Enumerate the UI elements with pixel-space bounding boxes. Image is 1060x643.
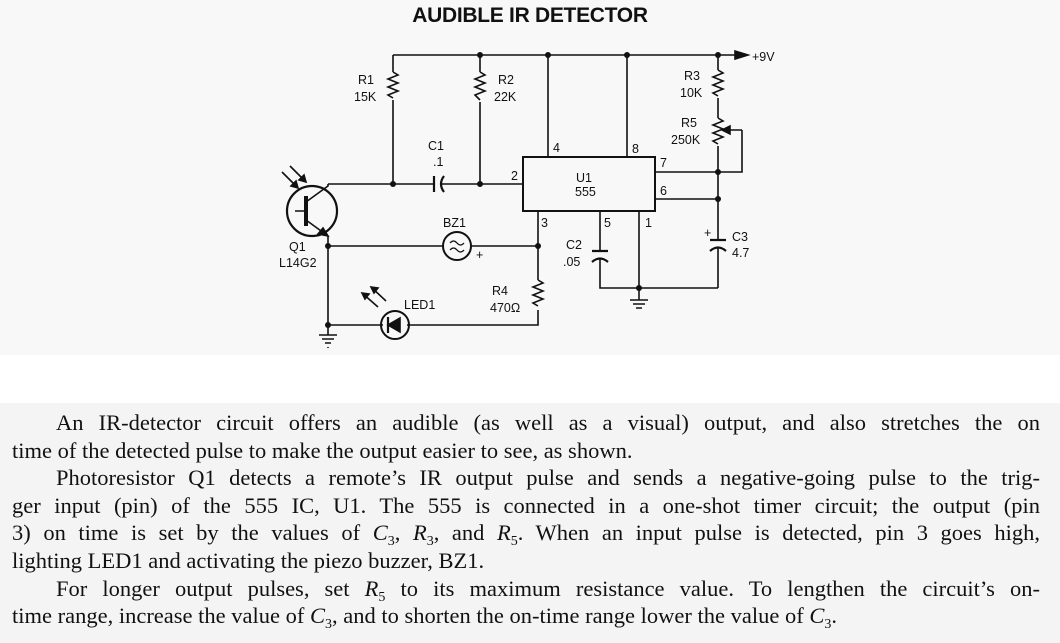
text-segment: An IR-detector circuit offers an audible… bbox=[56, 410, 1040, 435]
c2-name: C2 bbox=[566, 238, 582, 252]
r3-name: R3 bbox=[684, 69, 700, 83]
subscript: 5 bbox=[378, 589, 386, 605]
r5-wiper-arrow-icon bbox=[720, 124, 731, 136]
pin-4-label: 4 bbox=[553, 141, 560, 155]
c2-capacitor-icon bbox=[591, 249, 609, 263]
pin-3-label: 3 bbox=[541, 216, 548, 230]
text-segment: lighting LED1 and activating the piezo b… bbox=[12, 548, 485, 573]
r1-name: R1 bbox=[358, 73, 374, 87]
text-line: An IR-detector circuit offers an audible… bbox=[56, 409, 1040, 437]
text-segment: , bbox=[394, 520, 413, 546]
text-line: For longer output pulses, set R5 to its … bbox=[56, 575, 1041, 605]
subscript: 5 bbox=[510, 534, 518, 550]
text-segment: to its maximum resistance value. To leng… bbox=[385, 575, 1041, 601]
c2-value: .05 bbox=[563, 255, 580, 269]
q1-phototransistor-icon bbox=[281, 165, 339, 246]
text-segment: time range, increase the value of bbox=[12, 603, 310, 629]
text-segment: C bbox=[809, 603, 825, 629]
r4-name: R4 bbox=[492, 284, 508, 298]
text-segment: R bbox=[497, 520, 511, 546]
ground-icon bbox=[319, 334, 337, 348]
r2-name: R2 bbox=[498, 73, 514, 87]
led1-name: LED1 bbox=[404, 298, 435, 312]
description-text bbox=[0, 403, 1060, 643]
text-line: 3) on time is set by the values of C3, R… bbox=[12, 519, 1040, 550]
r1-value: 15K bbox=[354, 90, 377, 104]
c1-value: .1 bbox=[433, 155, 443, 169]
bz1-plus-label: + bbox=[476, 248, 483, 262]
c1-name: C1 bbox=[428, 139, 444, 153]
pin-6-label: 6 bbox=[660, 184, 667, 198]
u1-value: 555 bbox=[575, 185, 596, 199]
pin-5-label: 5 bbox=[604, 216, 611, 230]
r3-resistor-icon bbox=[710, 69, 726, 97]
pin-8-label: 8 bbox=[632, 142, 639, 156]
c3-capacitor-icon bbox=[709, 238, 727, 252]
text-line: time of the detected pulse to make the o… bbox=[12, 437, 1040, 465]
r3-value: 10K bbox=[680, 86, 703, 100]
q1-value: L14G2 bbox=[279, 256, 317, 270]
junction-dots bbox=[325, 52, 721, 328]
c3-value: 4.7 bbox=[732, 246, 749, 260]
text-segment: C bbox=[372, 520, 388, 546]
circuit-schematic: +9V R1 15K R2 22K R3 10K R5 250K R4 470Ω… bbox=[279, 49, 775, 348]
r2-resistor-icon bbox=[472, 71, 488, 101]
r5-value: 250K bbox=[671, 133, 701, 147]
text-segment: time of the detected pulse to make the o… bbox=[12, 437, 633, 463]
pin-7-label: 7 bbox=[660, 156, 667, 170]
supply-label: +9V bbox=[752, 50, 775, 64]
c3-name: C3 bbox=[732, 230, 748, 244]
schematic-area bbox=[0, 0, 1060, 355]
pin-1-label: 1 bbox=[645, 216, 652, 230]
bz1-name: BZ1 bbox=[443, 216, 466, 230]
u1-555-ic bbox=[522, 156, 656, 212]
text-segment: R bbox=[412, 520, 427, 546]
text-line: lighting LED1 and activating the piezo b… bbox=[12, 547, 1040, 575]
subscript: 3 bbox=[387, 534, 395, 550]
subscript: 3 bbox=[325, 617, 332, 633]
r2-value: 22K bbox=[494, 90, 517, 104]
text-segment: Photoresistor Q1 detects a remote’s IR o… bbox=[56, 465, 1040, 491]
text-segment: For longer output pulses, set bbox=[56, 575, 365, 601]
subscript: 3 bbox=[824, 617, 832, 633]
c1-capacitor-icon bbox=[432, 175, 445, 193]
r1-resistor-icon bbox=[385, 71, 401, 99]
supply-arrow-icon bbox=[734, 49, 751, 61]
wires bbox=[327, 54, 743, 335]
r5-name: R5 bbox=[681, 116, 697, 130]
diagram-title: AUDIBLE IR DETECTOR bbox=[412, 4, 648, 27]
text-segment: . When an input pulse is detected, pin 3… bbox=[517, 520, 1040, 546]
pin-2-label: 2 bbox=[511, 169, 518, 183]
c3-plus-label: + bbox=[704, 226, 711, 240]
text-segment: . bbox=[831, 603, 837, 629]
subscript: 3 bbox=[426, 534, 434, 550]
u1-name: U1 bbox=[576, 171, 592, 185]
r4-value: 470Ω bbox=[490, 301, 520, 315]
text-line: Photoresistor Q1 detects a remote’s IR o… bbox=[56, 464, 1040, 492]
led1-icon bbox=[360, 285, 410, 340]
ground-icon bbox=[630, 299, 648, 309]
text-segment: ger input (pin) of the 555 IC, U1. The 5… bbox=[12, 492, 1040, 518]
r4-resistor-icon bbox=[530, 279, 546, 307]
text-segment: 3) on time is set by the values of bbox=[12, 520, 373, 546]
q1-name: Q1 bbox=[289, 240, 306, 254]
text-line: ger input (pin) of the 555 IC, U1. The 5… bbox=[12, 492, 1040, 520]
bz1-buzzer-icon bbox=[442, 231, 472, 261]
text-segment: , and bbox=[433, 520, 497, 546]
text-segment: , and to shorten the on-time range lower… bbox=[332, 603, 810, 629]
text-segment: C bbox=[309, 603, 325, 629]
text-segment: R bbox=[364, 575, 379, 601]
text-line: time range, increase the value of C3, an… bbox=[12, 602, 1040, 633]
